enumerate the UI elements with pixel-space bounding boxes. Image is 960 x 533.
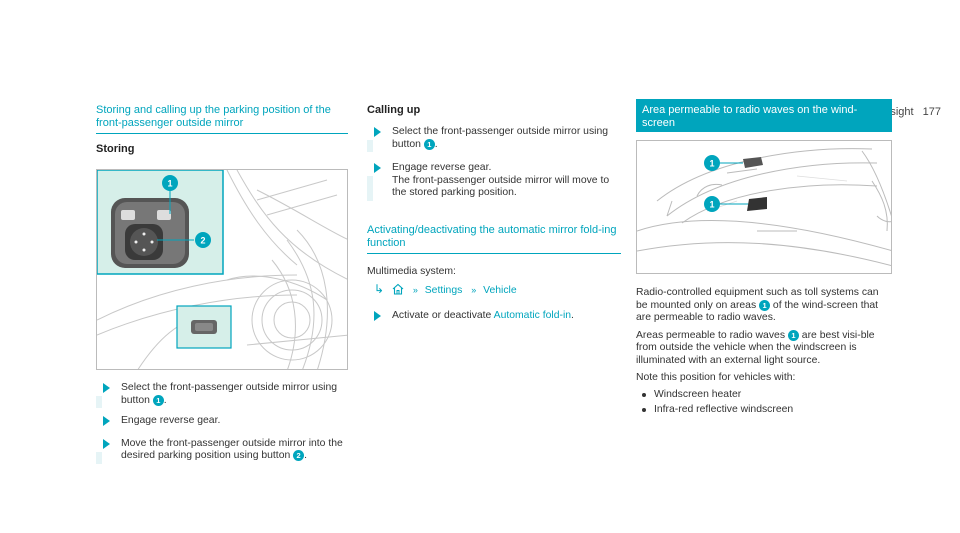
para-text: Radio-controlled equipment such as toll … [636,287,879,311]
calling-step-2: Engage reverse gear. The front-passenger… [367,162,621,201]
windscreen-illustration: 1 1 [637,148,891,267]
step-text-end: . [571,310,574,321]
section-heading-radio-area: Area permeable to radio waves on the win… [636,99,892,132]
mirror-control-illustration: 1 2 [97,170,347,369]
callout-badge: 1 [152,394,164,406]
step-bar [96,451,102,464]
mirror-control-figure: 1 2 [96,169,348,370]
storing-step-3: Move the front-passenger outside mirror … [96,437,348,464]
paragraph-radio-equipment: Radio-controlled equipment such as toll … [636,287,892,325]
para-text-end: are best visi-ble from outside the vehic… [636,329,875,366]
step-text: Engage reverse gear. [392,162,492,173]
chevron-right-icon: » [471,285,477,295]
step-arrow-icon [374,127,381,137]
page-number: 177 [922,106,941,118]
fold-step: Activate or deactivate Automatic fold-in… [367,310,621,323]
section-heading-fold-function: Activating/deactivating the automatic mi… [367,224,621,254]
step-text: Move the front-passenger outside mirror … [121,437,343,462]
callout-badge: 1 [787,329,799,341]
callout-1-lower [704,196,720,212]
callout-badge: 1 [759,299,771,311]
callout-1 [704,155,720,171]
callout-2-label: 2 [200,236,205,246]
step-text: Select the front-passenger outside mirro… [392,126,609,150]
storing-step-2: Engage reverse gear. [96,415,348,428]
step-text: Engage reverse gear. [121,415,221,426]
step-text-end: . [434,138,438,150]
step-text-end: . [304,450,308,461]
menu-item-vehicle: Vehicle [483,285,517,296]
step-bar [96,396,102,408]
callout-2 [195,232,211,248]
step-arrow-icon [103,438,110,449]
step-arrow-icon [103,383,110,393]
paragraph-visibility: Areas permeable to radio waves 1 are bes… [636,329,892,368]
callout-1 [162,175,178,191]
column-radio-area: Area permeable to radio waves on the win… [636,99,892,420]
step-bar [367,140,373,152]
para-text-end: of the wind-screen that are permeable to… [636,299,879,324]
bullet-windscreen-heater: Windscreen heater [636,389,892,402]
para-text: Areas permeable to radio waves [636,329,788,341]
subheading-calling-up: Calling up [367,104,421,116]
chevron-right-icon: » [412,285,418,295]
storing-step-1: Select the front-passenger outside mirro… [96,382,348,408]
callout-badge: 2 [293,450,305,461]
menu-item-settings: Settings [424,285,463,296]
step-arrow-icon [374,311,381,321]
path-arrow-icon: ↳ [374,282,385,296]
paragraph-note: Note this position for vehicles with: [636,372,796,383]
step-text-end: . [163,394,167,406]
step-bar [367,176,373,201]
multimedia-label: Multimedia system: [367,265,456,277]
step-arrow-icon [374,163,381,173]
callout-1-label: 1 [709,159,714,169]
callout-1-lower-label: 1 [709,200,714,210]
bullet-infrared-windscreen: Infra-red reflective windscreen [636,404,892,417]
step-result-text: The front-passenger outside mirror will … [392,174,610,199]
windscreen-figure: 1 1 [636,140,892,274]
automatic-fold-in-option: Automatic fold-in [493,310,572,321]
callout-badge: 1 [423,138,435,150]
callout-1-label: 1 [167,179,172,189]
step-text: Select the front-passenger outside mirro… [121,382,338,406]
menu-path: ↳ » Settings » Vehicle [367,282,621,298]
column-calling-up: Calling up Select the front-passenger ou… [367,104,621,331]
home-icon [392,283,404,295]
step-arrow-icon [103,416,110,426]
column-storing: Storing and calling up the parking posit… [96,104,348,471]
section-heading-parking-position: Storing and calling up the parking posit… [96,104,348,134]
subheading-storing: Storing [96,143,135,155]
step-text: Activate or deactivate [392,310,494,321]
calling-step-1: Select the front-passenger outside mirro… [367,126,621,152]
